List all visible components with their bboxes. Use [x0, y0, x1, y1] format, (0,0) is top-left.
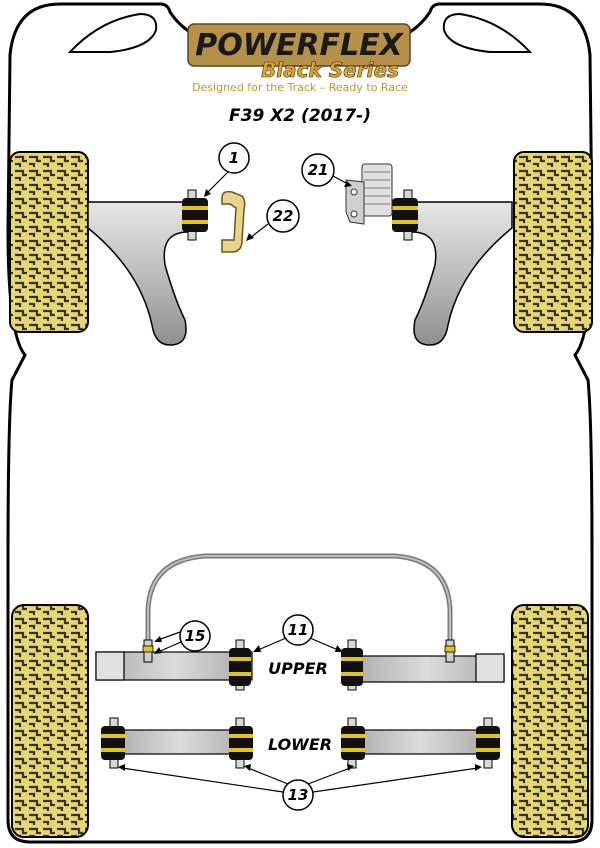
callout-13: 13 [118, 764, 482, 811]
part-22-bracket [221, 190, 246, 253]
svg-text:22: 22 [273, 207, 294, 225]
lower-inner-right-bushing [341, 717, 365, 769]
front-right-bushing [392, 189, 418, 241]
callout-22: 22 [246, 199, 300, 241]
callout-15: 15 [154, 620, 211, 654]
svg-text:21: 21 [308, 161, 329, 179]
upper-left-arm-end [95, 651, 125, 681]
svg-text:1: 1 [229, 149, 239, 167]
lower-outer-left-bushing [101, 717, 125, 769]
logo-brand: POWERFLEX [195, 28, 404, 63]
upper-right-bushing [341, 639, 363, 691]
windscreen-left-curve [67, 12, 158, 53]
lower-outer-right-bushing [476, 717, 500, 769]
lower-right-arm [349, 729, 491, 755]
front-right-wheel [513, 151, 593, 333]
powerflex-logo: POWERFLEX Black Series Designed for the … [187, 23, 411, 94]
bushing-1 [182, 189, 208, 241]
callout-21: 21 [301, 153, 352, 187]
rear-left-wheel [11, 604, 89, 838]
svg-text:11: 11 [288, 621, 309, 639]
upper-right-arm-end [475, 653, 505, 683]
model-title: F39 X2 (2017-) [229, 106, 371, 126]
car-body-outline [6, 2, 594, 844]
part-21-mount [345, 163, 393, 225]
callout-1: 1 [204, 142, 250, 197]
front-left-wheel [9, 151, 89, 333]
lower-label: LOWER [268, 735, 332, 754]
left-drop-link [142, 639, 154, 663]
right-drop-link [444, 639, 456, 663]
logo-series: Black Series [261, 58, 399, 82]
front-left-wishbone [87, 201, 189, 346]
upper-left-bushing [229, 639, 251, 691]
callout-11: 11 [253, 614, 343, 652]
front-right-wishbone [411, 201, 513, 346]
svg-text:13: 13 [288, 786, 309, 804]
rear-right-wheel [511, 604, 589, 838]
upper-label: UPPER [268, 659, 328, 678]
lower-inner-left-bushing [229, 717, 253, 769]
lower-left-arm [109, 729, 251, 755]
windscreen-right-curve [442, 12, 533, 53]
logo-tagline: Designed for the Track – Ready to Race [192, 81, 408, 94]
svg-text:15: 15 [185, 627, 206, 645]
